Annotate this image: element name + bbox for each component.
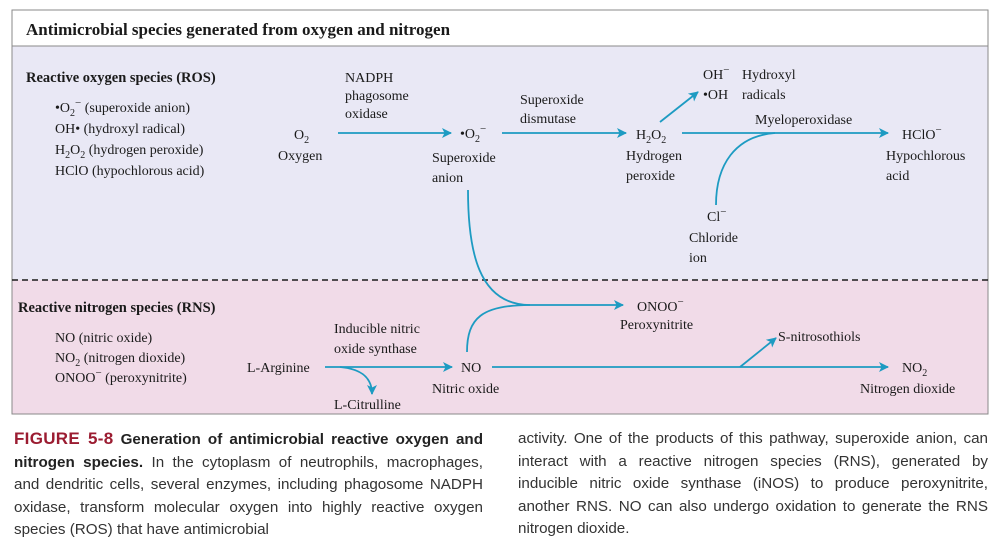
h2o2-label: Hydrogen peroxide — [626, 149, 686, 184]
arrow-no-to-peroxynitrite — [466, 304, 531, 353]
ros-list-item: H2O2 (hydrogen peroxide) — [55, 143, 204, 161]
ros-panel — [12, 46, 988, 280]
ros-heading: Reactive oxygen species (ROS) — [26, 70, 216, 86]
rns-list-item: NO2 (nitrogen dioxide) — [55, 351, 186, 369]
caption-text-right: activity. One of the products of this pa… — [518, 430, 988, 538]
arrow-to-snitrosothiols — [739, 337, 777, 368]
myeloperoxidase-label: Myeloperoxidase — [755, 113, 852, 128]
h2o2-formula: H2O2 — [636, 128, 666, 146]
arrow-h2o2-to-hydroxyl — [659, 91, 699, 123]
rns-panel — [12, 280, 988, 414]
arrow-chloride-merge — [715, 132, 776, 206]
oxygen-formula: O2 — [294, 128, 309, 146]
rns-list-item: NO (nitric oxide) — [55, 331, 153, 346]
pathway-diagram: Antimicrobial species generated from oxy… — [11, 9, 989, 415]
peroxynitrite-formula: ONOO− — [637, 296, 684, 315]
no-formula: NO — [461, 361, 481, 376]
snitrosothiols-label: S-nitrosothiols — [778, 330, 860, 345]
inos-label: Inducible nitric oxide synthase — [334, 322, 423, 357]
header-bar — [12, 10, 988, 46]
chloride-formula: Cl− — [707, 206, 726, 225]
chloride-label: Chloride ion — [689, 231, 742, 266]
ros-list-item: HClO (hypochlorous acid) — [55, 164, 205, 179]
no2-formula: NO2 — [902, 361, 927, 379]
peroxynitrite-label: Peroxynitrite — [620, 318, 693, 333]
sod-label: Superoxide dismutase — [520, 93, 587, 127]
ros-list: •O2− (superoxide anion) OH• (hydroxyl ra… — [55, 97, 205, 179]
frame-border — [11, 9, 989, 415]
no2-label: Nitrogen dioxide — [860, 382, 955, 397]
arginine-label: L-Arginine — [247, 361, 310, 376]
hydroxyl-radical-species: •OH — [703, 88, 728, 103]
oxygen-label: Oxygen — [278, 149, 322, 164]
ros-list-item: •O2− (superoxide anion) — [55, 97, 190, 119]
hclo-label: Hypochlorous acid — [886, 149, 969, 184]
figure-caption-left: FIGURE 5-8 Generation of antimicrobial r… — [14, 428, 483, 542]
header-title: Antimicrobial species generated from oxy… — [26, 20, 451, 39]
arrow-arginine-to-citrulline — [339, 366, 377, 395]
hydroxyl-species: OH− — [703, 64, 729, 83]
figure-caption-right: activity. One of the products of this pa… — [518, 428, 988, 541]
figure-title: Generation of antimicrobial reactive oxy… — [14, 431, 483, 471]
citrulline-label: L-Citrulline — [334, 398, 401, 413]
superoxide-label: Superoxide anion — [432, 151, 499, 186]
superoxide-formula: •O2− — [460, 123, 486, 145]
rns-heading: Reactive nitrogen species (RNS) — [18, 300, 216, 316]
nadph-oxidase-label: NADPH phagosome oxidase — [345, 71, 412, 122]
caption-text-left: In the cytoplasm of neutrophils, macroph… — [14, 453, 483, 539]
ros-list-item: OH• (hydroxyl radical) — [55, 122, 185, 137]
hclo-formula: HClO− — [902, 124, 942, 143]
hydroxyl-label: Hydroxyl radicals — [742, 68, 799, 103]
rns-list: NO (nitric oxide) NO2 (nitrogen dioxide)… — [55, 331, 187, 386]
figure-label: FIGURE 5-8 — [14, 429, 114, 448]
rns-list-item: ONOO− (peroxynitrite) — [55, 367, 187, 386]
no-label: Nitric oxide — [432, 382, 499, 397]
